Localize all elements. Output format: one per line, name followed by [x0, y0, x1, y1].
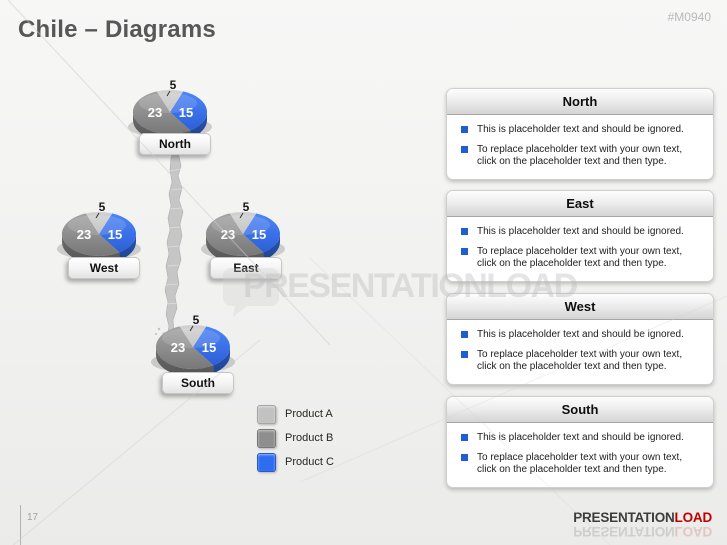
pie-value-product-b: 23	[171, 340, 185, 355]
panel-title: West	[447, 294, 713, 320]
legend-swatch-product-b	[257, 428, 276, 448]
bullet-icon	[461, 228, 468, 235]
pie-value-product-c: 15	[179, 105, 193, 120]
legend-swatch-product-a	[257, 404, 276, 424]
placeholder-text[interactable]: To replace placeholder text with your ow…	[477, 245, 683, 270]
page-number: 17	[27, 512, 39, 523]
panel-title: South	[447, 397, 713, 423]
pie-value-product-b: 23	[148, 105, 162, 120]
template-code: #M0940	[667, 10, 711, 24]
legend-swatch-product-c	[257, 452, 276, 472]
placeholder-text[interactable]: To replace placeholder text with your ow…	[477, 348, 683, 373]
info-panel-north: North This is placeholder text and shoul…	[446, 88, 714, 180]
placeholder-text[interactable]: This is placeholder text and should be i…	[477, 124, 684, 135]
pie-value-product-a: 5	[193, 315, 200, 327]
legend-label: Product C	[285, 456, 334, 468]
bullet-icon	[461, 331, 468, 338]
region-label-north[interactable]: North	[139, 133, 211, 155]
pie-value-product-c: 15	[252, 227, 266, 242]
info-panel-south: South This is placeholder text and shoul…	[446, 396, 714, 488]
info-panel-west: West This is placeholder text and should…	[446, 293, 714, 385]
region-label-east[interactable]: East	[210, 257, 282, 279]
legend: Product A Product B Product C	[257, 402, 334, 474]
region-label-south[interactable]: South	[162, 372, 234, 394]
region-label-west[interactable]: West	[68, 257, 140, 279]
panel-title: East	[447, 191, 713, 217]
info-panel-east: East This is placeholder text and should…	[446, 190, 714, 282]
bullet-icon	[461, 453, 468, 461]
pie-value-product-b: 23	[77, 227, 91, 242]
bullet-icon	[461, 247, 468, 255]
legend-label: Product B	[285, 432, 334, 444]
legend-label: Product A	[285, 408, 333, 420]
bullet-icon	[461, 434, 468, 441]
presentationload-logo: PRESENTATIONLOAD	[573, 510, 712, 525]
bullet-icon	[461, 145, 468, 153]
legend-item-product-c: Product C	[257, 450, 334, 474]
panel-title: North	[447, 89, 713, 115]
pie-value-product-b: 23	[221, 227, 235, 242]
bullet-icon	[461, 126, 468, 133]
pie-value-product-a: 5	[243, 202, 250, 214]
placeholder-text[interactable]: This is placeholder text and should be i…	[477, 226, 684, 237]
logo-reflection: PRESENTATIONLOAD	[573, 524, 712, 539]
logo-text-load: LOAD	[674, 510, 713, 525]
legend-item-product-b: Product B	[257, 426, 334, 450]
placeholder-text[interactable]: This is placeholder text and should be i…	[477, 329, 684, 340]
placeholder-text[interactable]: To replace placeholder text with your ow…	[477, 143, 683, 168]
placeholder-text[interactable]: To replace placeholder text with your ow…	[477, 451, 683, 476]
pie-value-product-a: 5	[170, 80, 177, 92]
placeholder-text[interactable]: This is placeholder text and should be i…	[477, 432, 684, 443]
pie-value-product-c: 15	[202, 340, 216, 355]
logo-text-presentation: PRESENTATION	[573, 510, 675, 525]
bullet-icon	[461, 350, 468, 358]
pie-value-product-c: 15	[108, 227, 122, 242]
legend-item-product-a: Product A	[257, 402, 334, 426]
pie-value-product-a: 5	[99, 202, 106, 214]
footer-divider	[20, 505, 21, 545]
